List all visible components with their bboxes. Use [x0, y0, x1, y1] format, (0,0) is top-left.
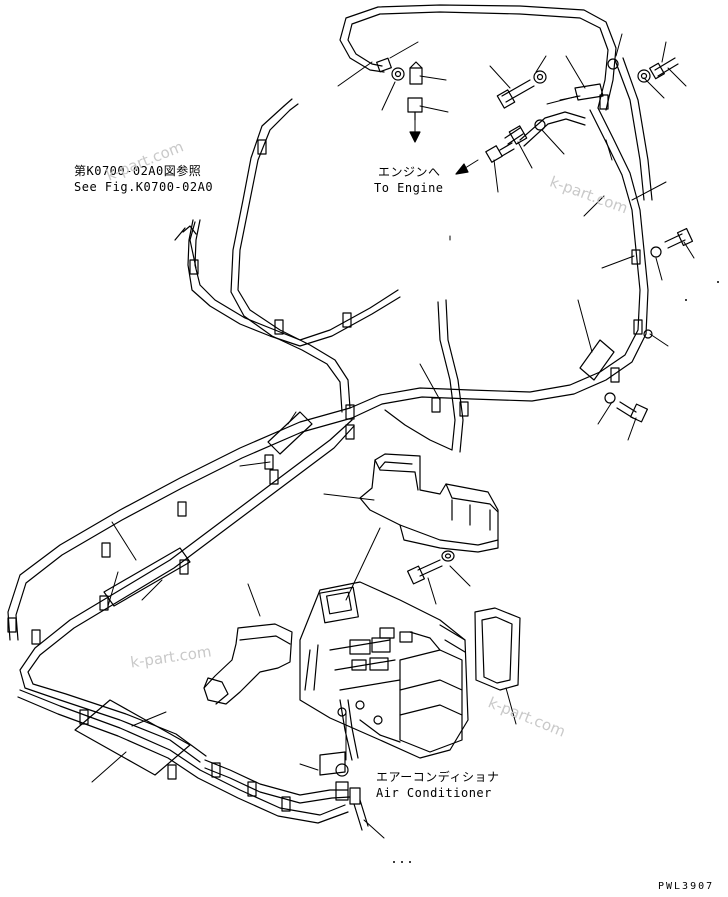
engine-label-en: To Engine: [374, 181, 444, 195]
hose-center-right: [349, 107, 649, 419]
drawing-number: PWL3907: [658, 881, 715, 892]
reference-label-en: See Fig.K0700-02A0: [74, 180, 214, 194]
air-duct-upper: [359, 453, 499, 553]
leader-lines: [91, 33, 695, 839]
engine-label-jp: エンジンへ: [378, 165, 441, 179]
hose-top-loop: [339, 4, 653, 201]
right-bolts: [604, 227, 694, 423]
drain-hose: [384, 299, 464, 453]
reference-harness: [174, 221, 197, 269]
engine-pipe: [519, 111, 586, 147]
main-hose-bundle: [7, 407, 355, 824]
cover-panel: [474, 607, 521, 691]
aircon-label-jp: エアーコンディショナ: [376, 770, 500, 784]
hose-middle-upper: [187, 98, 401, 413]
reference-label-jp: 第K0700-02A0図参照: [74, 164, 202, 178]
dot-marks: [393, 281, 719, 863]
aircon-label-en: Air Conditioner: [376, 786, 492, 800]
air-duct-lower: [203, 623, 293, 705]
air-conditioner-unit: [299, 581, 469, 761]
hose-end-fittings: [335, 763, 369, 831]
hose-clamps: [7, 94, 643, 812]
duct-bolt: [407, 550, 455, 585]
